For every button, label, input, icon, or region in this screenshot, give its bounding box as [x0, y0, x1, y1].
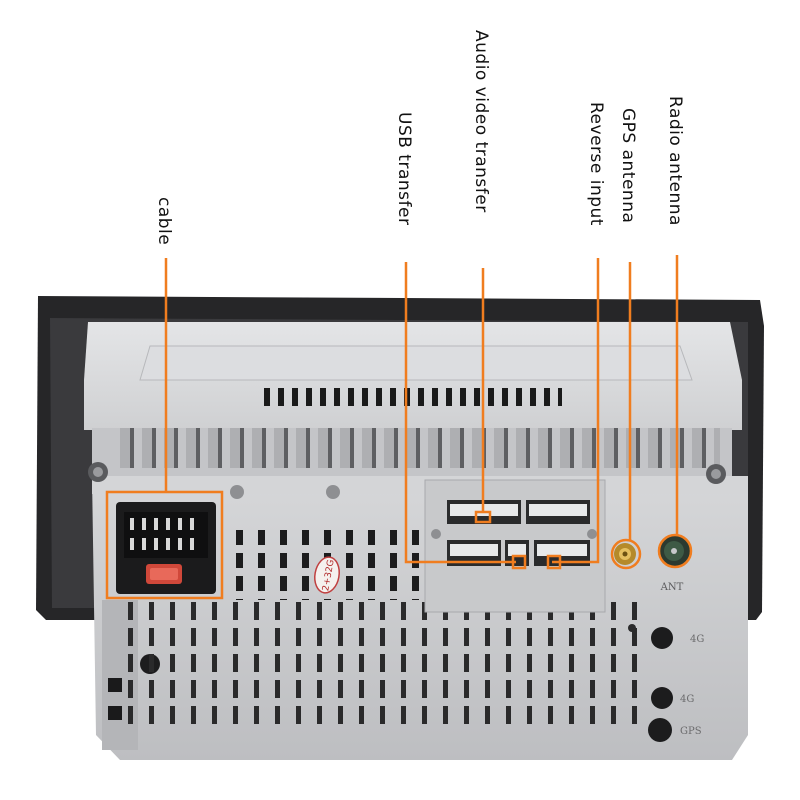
- top-housing: [84, 322, 742, 430]
- usb-callout: [404, 262, 516, 564]
- reverse-marker: [546, 554, 562, 570]
- cable-highlight-box: [105, 490, 224, 600]
- svg-text:GPS: GPS: [680, 726, 702, 737]
- usb-connector[interactable]: [447, 540, 529, 566]
- audio-video-transfer-label: Audio video transfer: [471, 30, 491, 213]
- svg-text:4G: 4G: [680, 694, 694, 705]
- expansion-ports: 4G 4G GPS: [628, 624, 704, 742]
- usb-transfer-label: USB transfer: [394, 112, 414, 226]
- heat-sink-fins: [92, 428, 732, 478]
- gps-antenna-port[interactable]: [614, 543, 636, 565]
- reverse-callout: [552, 258, 600, 564]
- gps-marker: [610, 538, 642, 570]
- callout-lines: [105, 255, 693, 600]
- audio-video-connector[interactable]: [447, 500, 590, 524]
- radio-antenna-port[interactable]: [658, 535, 690, 567]
- reverse-input-label: Reverse input: [586, 102, 606, 226]
- mounting-screws: [88, 462, 726, 539]
- radio-antenna-label: Radio antenna: [665, 96, 685, 226]
- power-connector[interactable]: [116, 502, 216, 594]
- usb-marker: [511, 554, 527, 570]
- radio-marker: [657, 533, 693, 569]
- capacity-sticker: 2+32G: [314, 556, 340, 594]
- cable-label: cable: [154, 197, 174, 246]
- gps-antenna-label: GPS antenna: [618, 108, 638, 224]
- ant-marking: ANT: [660, 582, 684, 593]
- svg-text:4G: 4G: [690, 634, 704, 645]
